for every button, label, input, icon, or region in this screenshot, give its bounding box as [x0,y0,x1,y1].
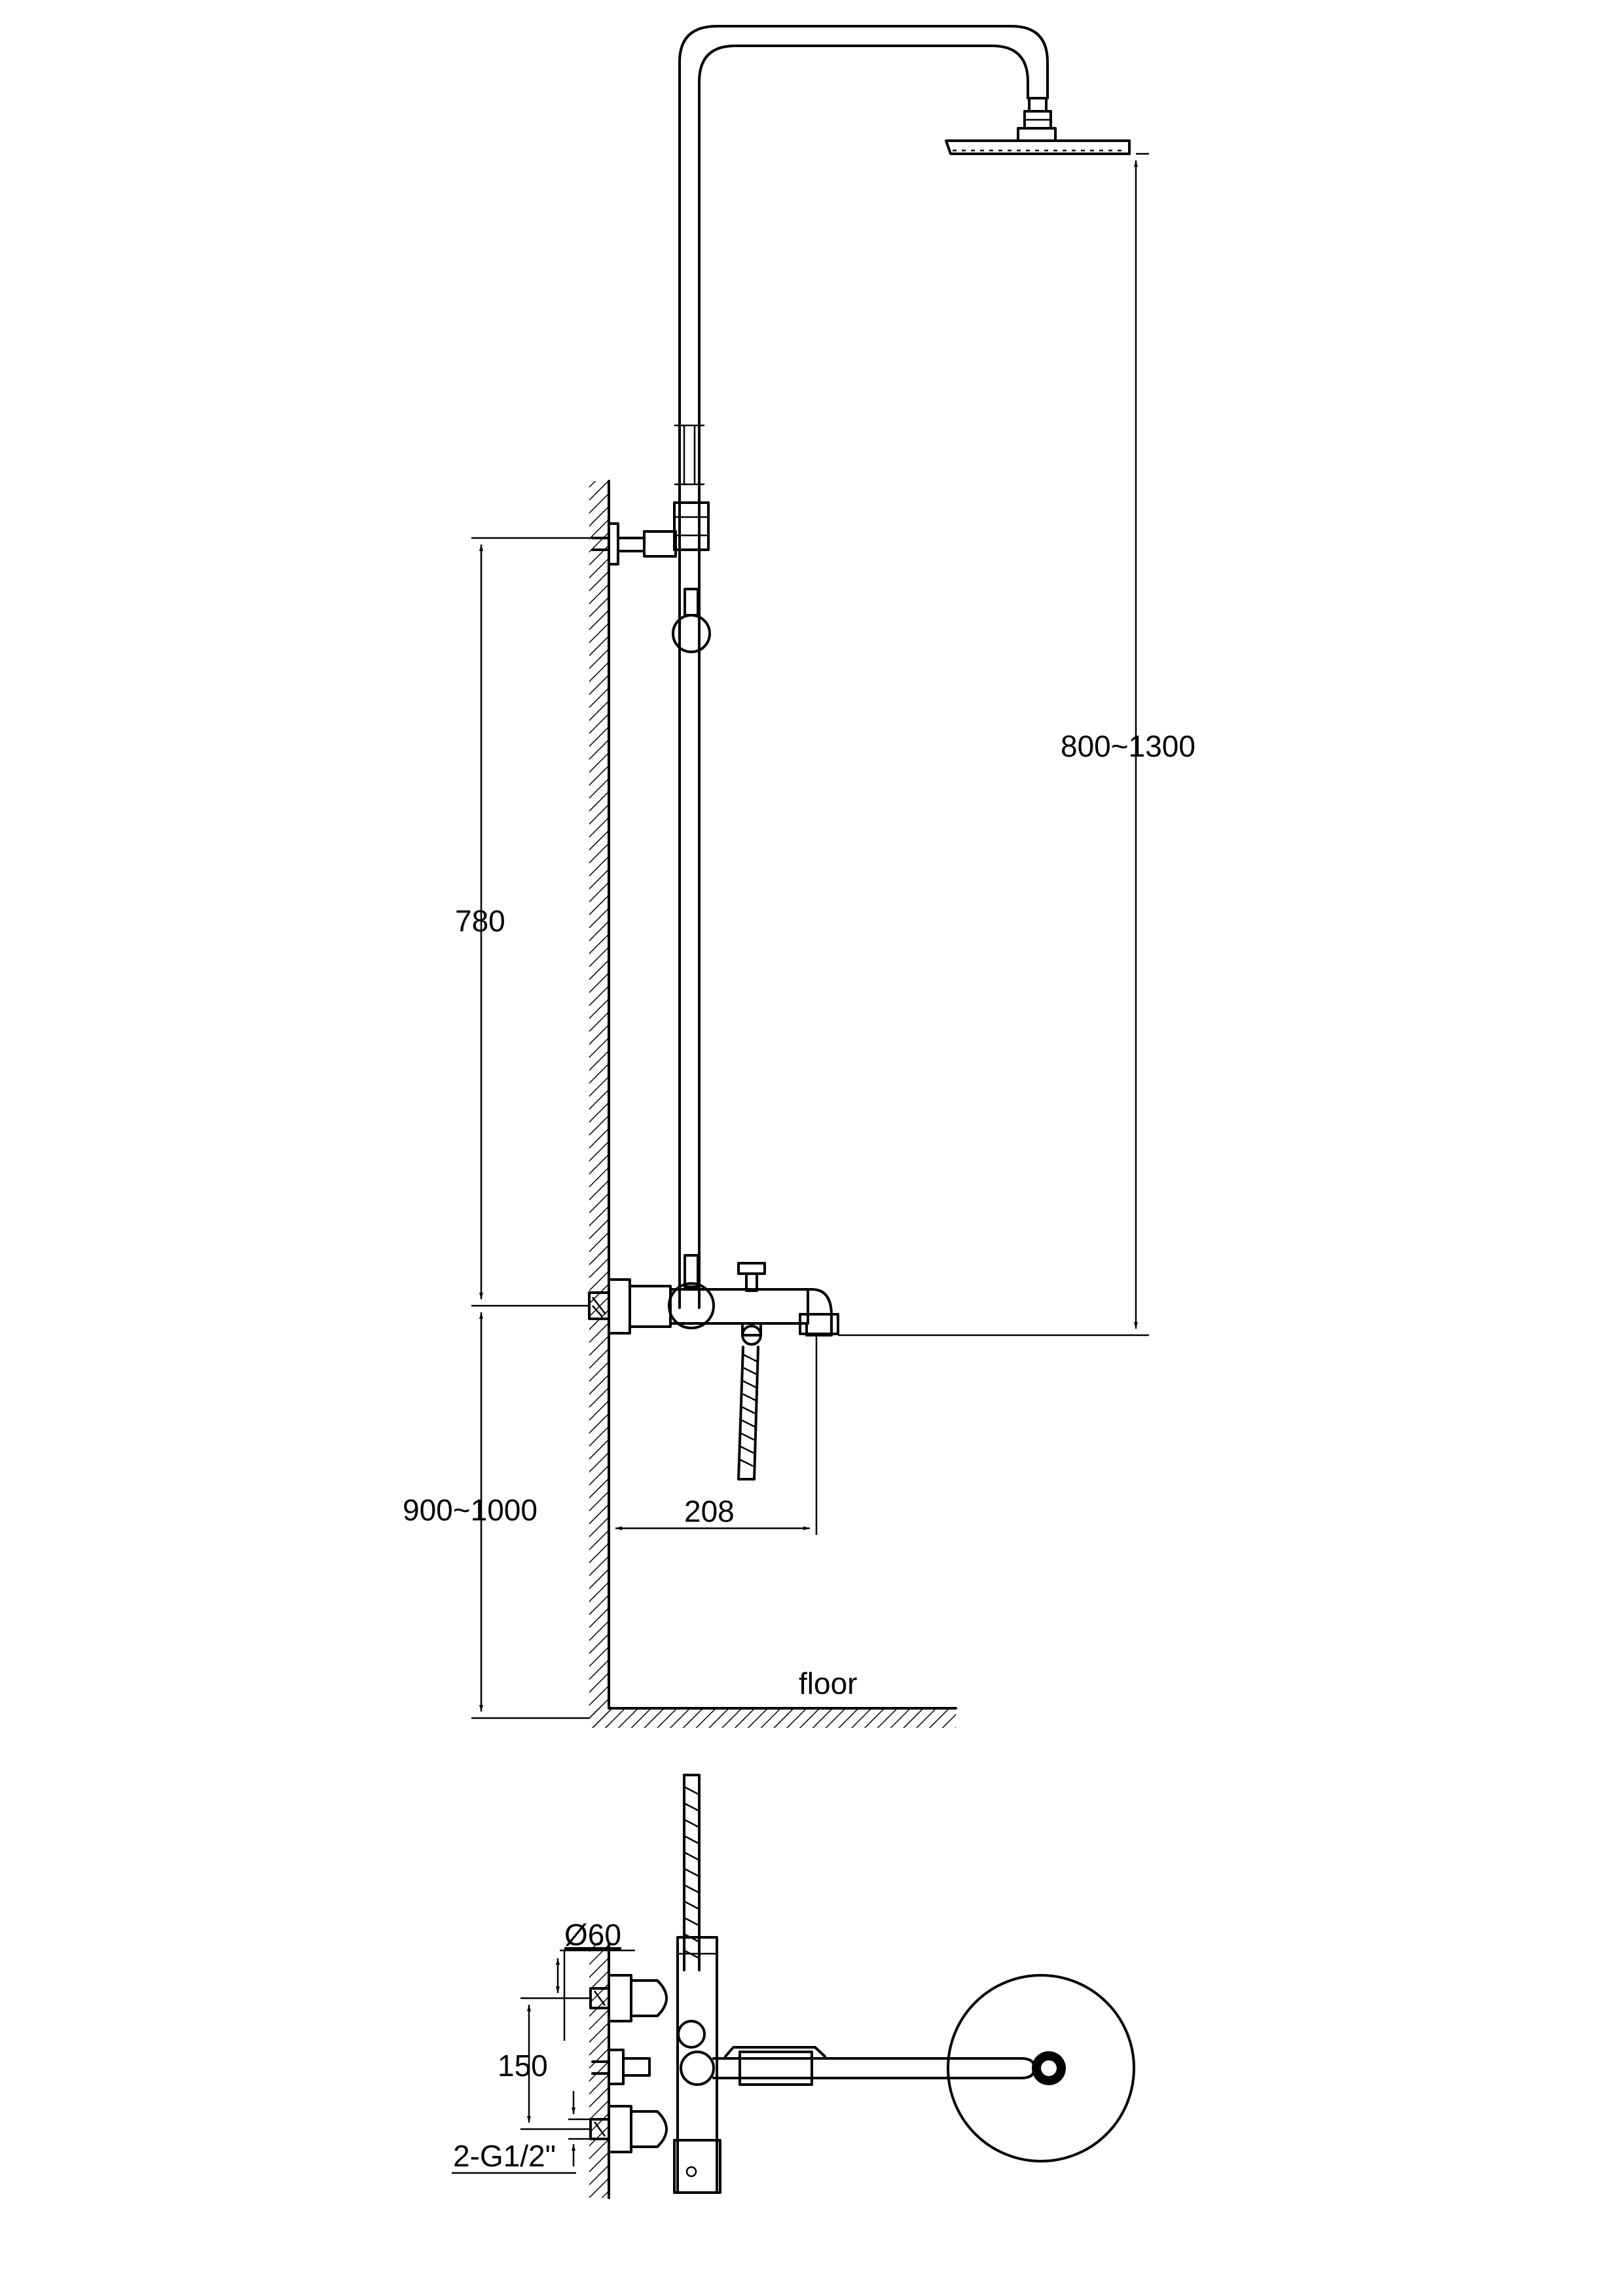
inlet-thread-dimension: 2-G1/2" [453,2139,556,2173]
bath-mixer [588,1254,839,1346]
mixer-height-dimension: 900~1000 [403,1493,538,1527]
shower-hose [737,1346,759,1480]
plan-mixer-column [673,1936,721,2194]
plan-wall [589,1941,610,2199]
inlet-spacing-dimension: 150 [498,2049,548,2083]
rain-shower-head [945,97,1131,155]
plan-spout-arm [680,2046,1066,2086]
bracket-spacing-dimension: 780 [455,904,505,938]
plan-dimension-lines [452,1949,635,2174]
side-elevation: 800~1300 780 900~1000 208 floor [403,25,1195,1728]
upper-wall-bracket [591,501,710,565]
escutcheon-diameter-dimension: Ø60 [564,1918,621,1952]
spout-reach-dimension: 208 [684,1494,735,1528]
plan-view: Ø60 150 2-G1/2" [452,1774,1135,2199]
shower-riser-pipe [674,25,1049,1309]
plan-hose [677,1774,706,2049]
plan-shower-head [947,1974,1135,2162]
floor-label: floor [799,1666,857,1700]
dimension-lines [471,152,1149,1719]
floor [589,1707,957,1728]
slider-knob [672,588,711,653]
wall [589,480,610,1728]
head-height-dimension: 800~1300 [1061,729,1195,763]
